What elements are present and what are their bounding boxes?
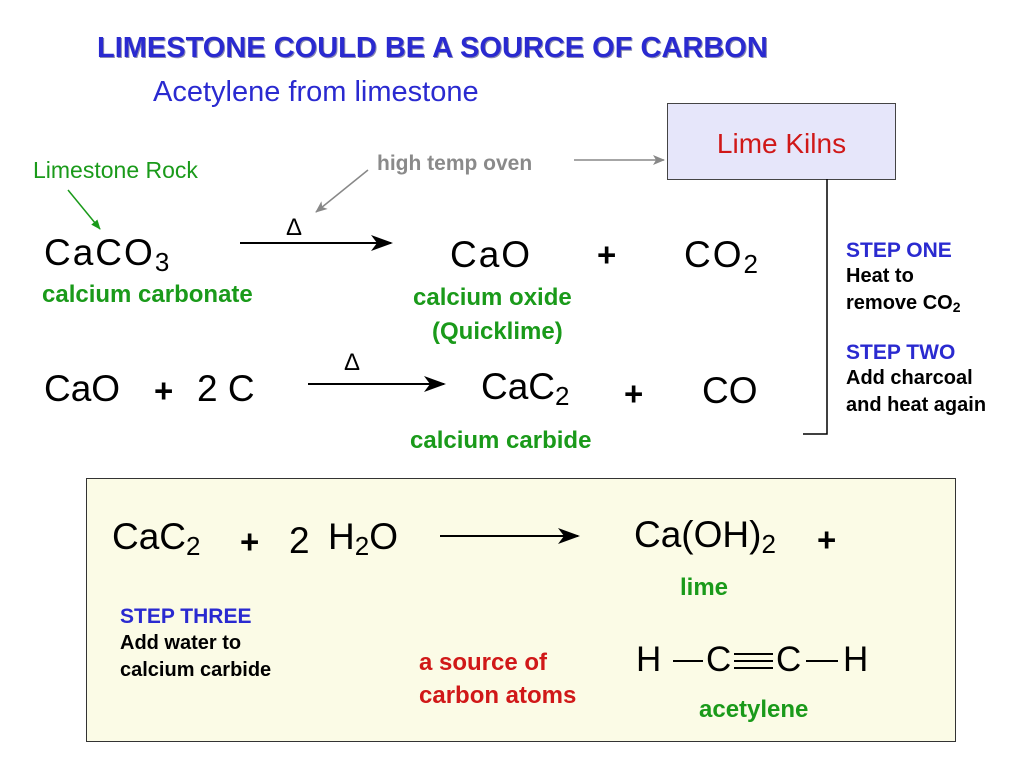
acetylene-h-left: H xyxy=(636,640,662,679)
plus-sign: + xyxy=(154,372,174,409)
water-coefficient: 2 xyxy=(289,520,310,561)
water-formula: H2O xyxy=(328,516,398,561)
limestone-rock-label: Limestone Rock xyxy=(33,157,198,183)
carbon-dioxide-formula: CO2 xyxy=(684,234,760,279)
step-three-heading: STEP THREE xyxy=(120,605,252,628)
calcium-carbide-formula: CaC2 xyxy=(481,366,570,411)
calcium-oxide-name: calcium oxide xyxy=(413,284,572,311)
carbon-source-note: a source of carbon atoms xyxy=(419,649,577,709)
acetylene-label: acetylene xyxy=(699,696,809,723)
plus-sign: + xyxy=(240,523,260,560)
step-two-text: Add charcoal and heat again xyxy=(846,367,987,416)
quicklime-label: (Quicklime) xyxy=(432,318,563,345)
heat-symbol-1: Δ xyxy=(286,214,303,241)
high-temp-oven-label: high temp oven xyxy=(377,152,533,175)
plus-sign: + xyxy=(624,375,644,412)
plus-sign: + xyxy=(817,521,837,558)
slide-title: LIMESTONE COULD BE A SOURCE OF CARBON xyxy=(97,32,768,64)
acetylene-c-left: C xyxy=(706,640,732,679)
calcium-oxide-formula: CaO xyxy=(450,234,533,275)
calcium-hydroxide-formula: Ca(OH)2 xyxy=(634,514,776,559)
step-three-text: Add water to calcium carbide xyxy=(120,632,272,681)
slide-subtitle: Acetylene from limestone xyxy=(153,76,479,108)
carbon-monoxide-formula: CO xyxy=(702,370,758,411)
kiln-bracket xyxy=(803,179,828,435)
heat-symbol-2: Δ xyxy=(344,349,361,376)
acetylene-c-right: C xyxy=(776,640,802,679)
step-one-text: Heat to remove CO2 xyxy=(846,265,961,315)
step-one-heading: STEP ONE xyxy=(846,239,952,262)
calcium-carbonate-name: calcium carbonate xyxy=(42,281,253,308)
limestone-pointer-arrow xyxy=(67,189,101,230)
lime-label: lime xyxy=(680,574,729,601)
plus-sign: + xyxy=(597,236,617,273)
calcium-carbide-name: calcium carbide xyxy=(410,427,592,454)
acetylene-h-right: H xyxy=(843,640,869,679)
lime-kilns-label: Lime Kilns xyxy=(716,128,847,159)
step-three-panel xyxy=(86,478,956,742)
calcium-carbonate-formula: CaCO3 xyxy=(44,232,172,277)
lime-kilns-box: Lime Kilns xyxy=(667,103,896,180)
step-two-heading: STEP TWO xyxy=(846,341,956,364)
calcium-oxide-reactant: CaO xyxy=(44,368,121,409)
calcium-carbide-reactant: CaC2 xyxy=(112,516,201,561)
oven-arrow-left xyxy=(315,169,369,213)
carbon-reactant: 2 C xyxy=(197,368,255,409)
